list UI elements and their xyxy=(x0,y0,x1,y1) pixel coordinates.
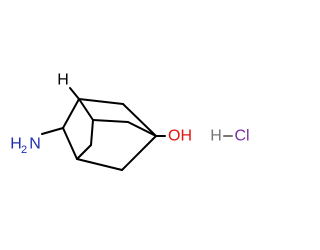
bond-c1-c2 xyxy=(78,98,124,105)
bond-c8-c5 xyxy=(76,144,92,160)
bond-c1-c7 xyxy=(78,98,94,121)
atom-label-h-subscript: 2 xyxy=(21,144,27,156)
atom-label-oh: OH xyxy=(168,128,192,145)
bond-c1-c4 xyxy=(62,98,80,129)
atom-label-hcl-cl: Cl xyxy=(234,128,249,145)
atom-label-hcl-h: H xyxy=(210,128,222,145)
bond-c2-c3 xyxy=(122,103,157,137)
atom-label-n-amino: N xyxy=(29,136,41,153)
bond-h-c1 xyxy=(69,87,80,100)
molecule-structure-diagram: H H 2 N OH H Cl xyxy=(10,72,250,171)
bond-c9-c3 xyxy=(127,121,157,137)
hydrochloride-label: H Cl xyxy=(210,128,249,145)
bond-c7-c9 xyxy=(92,119,129,123)
bond-c5-c6 xyxy=(76,158,123,171)
bond-c4-n xyxy=(41,127,64,135)
bond-c6-c3 xyxy=(121,135,157,171)
amino-group-label: H 2 N xyxy=(10,136,41,157)
atom-label-h-top: H xyxy=(57,72,69,89)
bond-lines xyxy=(41,87,166,171)
atom-label-h-amino: H xyxy=(10,136,22,153)
bond-c4-c5 xyxy=(62,127,78,160)
bond-c7-c8 xyxy=(90,119,94,146)
